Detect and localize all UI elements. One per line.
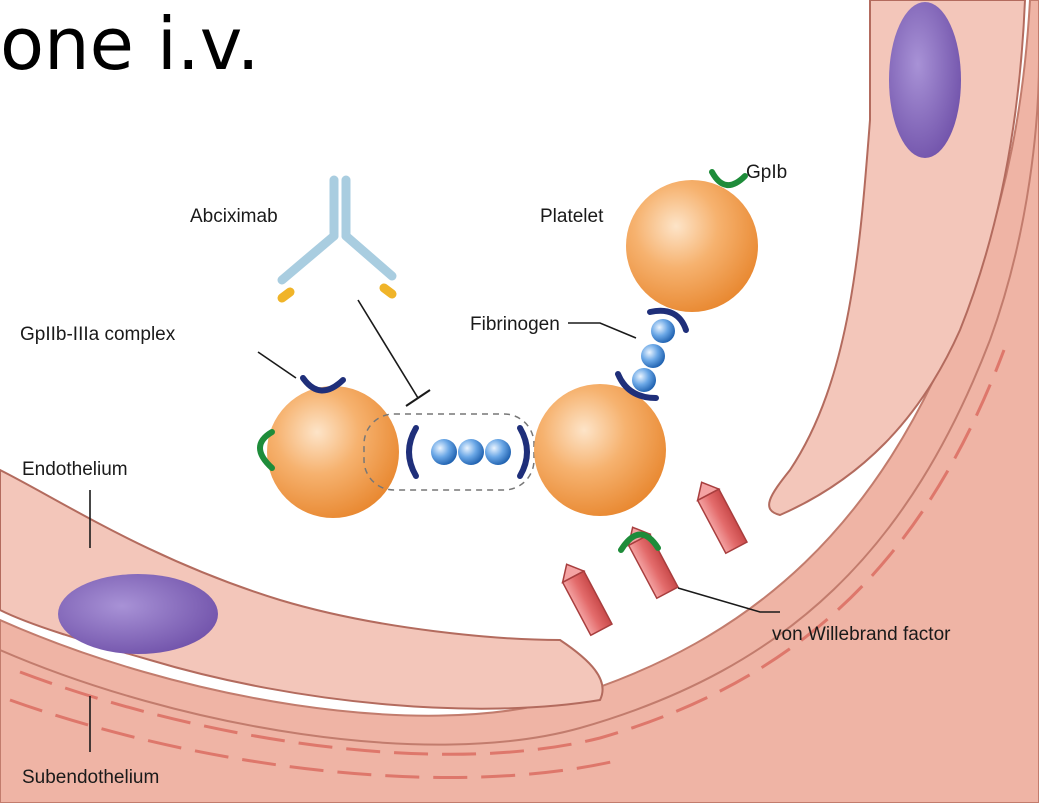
vwf-peg-1: [556, 559, 612, 636]
inhibition-line: [358, 300, 430, 406]
label-endothelium: Endothelium: [22, 459, 128, 480]
leader-gpiib-iiia: [258, 352, 296, 378]
nucleus-lower: [58, 574, 218, 654]
fibrinogen-bridge-vertical: [618, 311, 686, 398]
label-gpiib-iiia: GpIIb-IIIa complex: [20, 324, 176, 345]
platelet-left: [260, 378, 399, 518]
slide-heading: one i.v.: [0, 8, 260, 80]
platelet-right-lower: [534, 384, 666, 550]
label-fibrinogen: Fibrinogen: [470, 314, 560, 335]
abciximab-antibody-icon: [282, 180, 392, 298]
label-von-willebrand: von Willebrand factor: [772, 624, 951, 645]
vwf-peg-2: [622, 522, 678, 599]
fibrinogen-bridge-horizontal: [409, 428, 527, 476]
gpib-receptor-icon: [712, 172, 745, 185]
vwf-peg-3: [691, 477, 747, 554]
label-subendothelium: Subendothelium: [22, 767, 159, 788]
nucleus-upper: [889, 2, 961, 158]
label-gpib: GpIb: [746, 162, 787, 183]
label-platelet: Platelet: [540, 206, 604, 227]
leader-fibrinogen: [568, 323, 636, 338]
platelet-upper: [626, 172, 758, 312]
label-abciximab: Abciximab: [190, 206, 278, 227]
gpiib-iiia-receptor-icon: [303, 378, 343, 391]
